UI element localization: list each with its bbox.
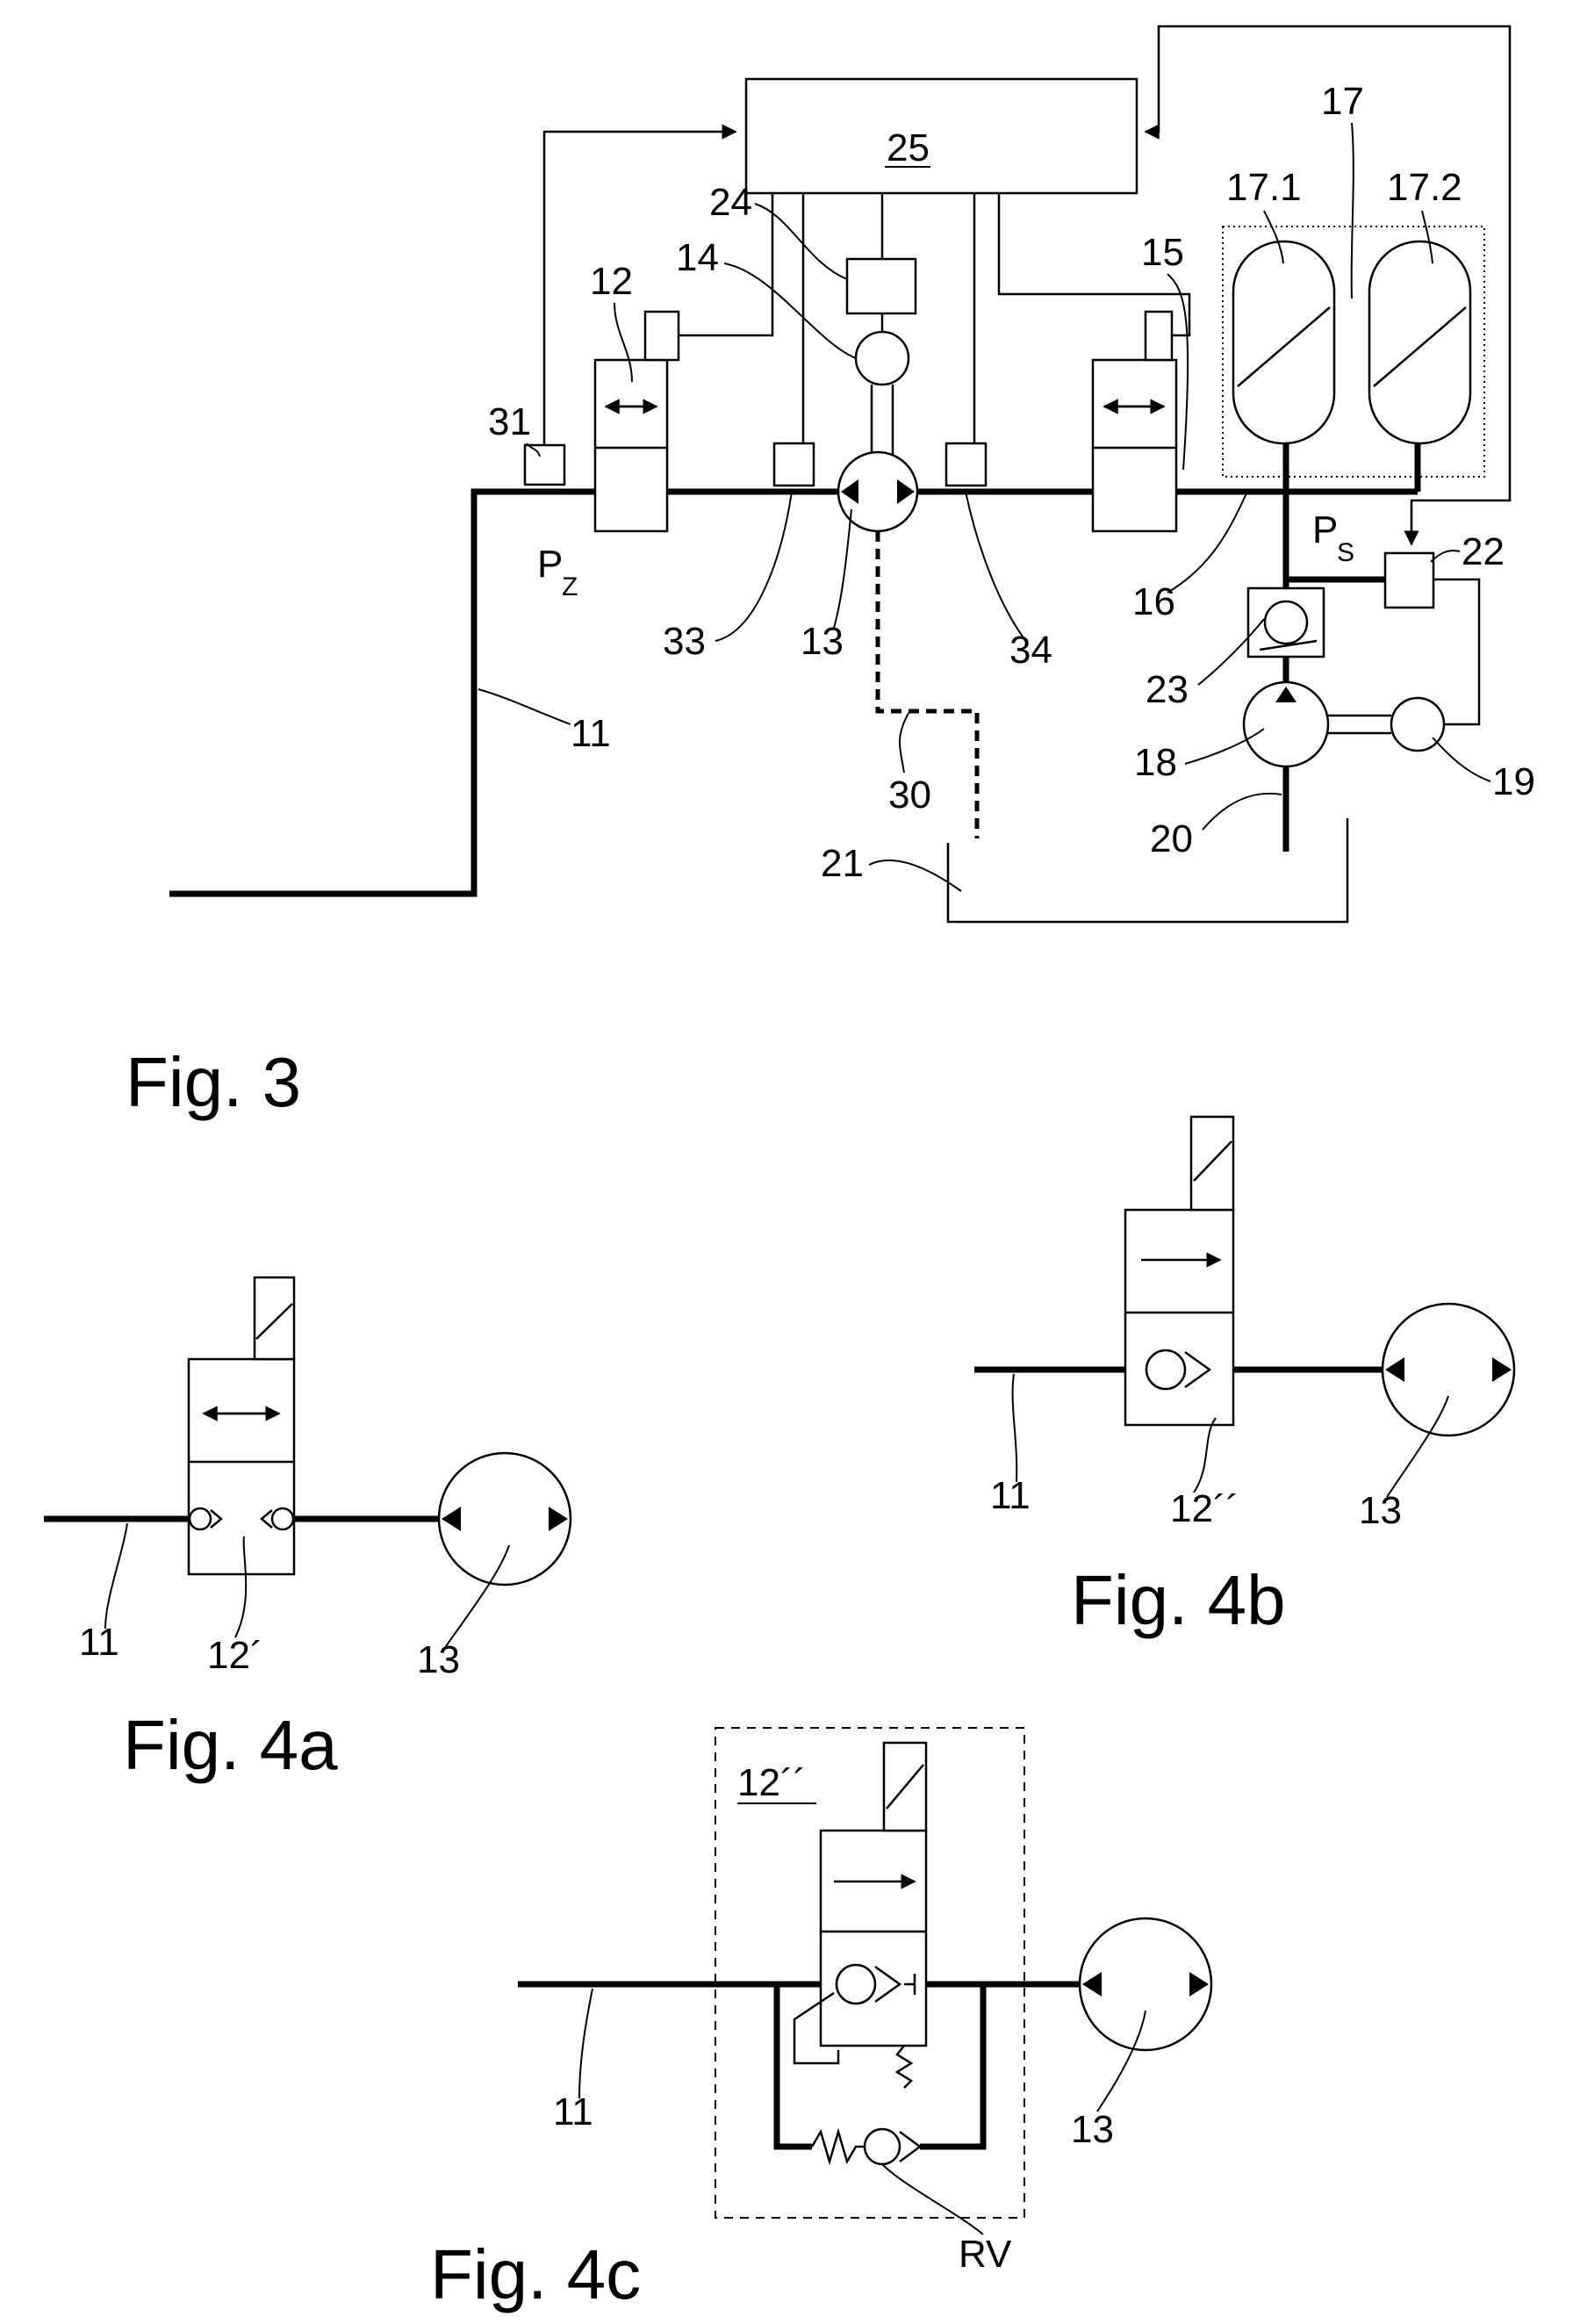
relief-valve-rv bbox=[865, 2129, 900, 2164]
sensor-33 bbox=[774, 443, 814, 486]
label-33: 33 bbox=[663, 620, 706, 663]
label-18: 18 bbox=[1134, 741, 1177, 784]
valve-12-double-prime bbox=[1125, 1210, 1233, 1425]
label-11: 11 bbox=[571, 712, 611, 755]
label-16: 16 bbox=[1132, 580, 1175, 623]
label-13: 13 bbox=[801, 620, 844, 663]
valve-15 bbox=[1093, 360, 1176, 531]
label-ps-p: P bbox=[1312, 508, 1338, 551]
valve-12-prime bbox=[189, 1359, 294, 1574]
label-4a-11: 11 bbox=[79, 1621, 119, 1664]
label-4c-11: 11 bbox=[553, 2090, 593, 2133]
valve-12-double-prime-4c bbox=[821, 1831, 926, 2046]
motor-24 bbox=[847, 259, 916, 313]
sensor-34 bbox=[946, 443, 986, 486]
accumulator-17-1 bbox=[1233, 241, 1334, 443]
element-14 bbox=[856, 332, 909, 385]
controller-25 bbox=[746, 79, 1137, 193]
label-4a-13: 13 bbox=[417, 1638, 460, 1681]
motor-19 bbox=[1391, 698, 1444, 751]
line-11 bbox=[169, 492, 595, 894]
label-pz-z: Z bbox=[562, 572, 578, 601]
label-22: 22 bbox=[1462, 530, 1505, 573]
label-23: 23 bbox=[1146, 668, 1189, 711]
label-17-1: 17.1 bbox=[1226, 166, 1302, 209]
label-4b-12: 12´´ bbox=[1170, 1487, 1239, 1530]
label-4c-rv: RV bbox=[959, 2233, 1012, 2276]
label-14: 14 bbox=[676, 236, 719, 279]
label-12: 12 bbox=[590, 260, 633, 303]
label-30: 30 bbox=[888, 773, 931, 817]
label-15: 15 bbox=[1141, 231, 1184, 274]
label-pz-p: P bbox=[537, 543, 563, 586]
solenoid-12 bbox=[645, 312, 679, 360]
sensor-31 bbox=[525, 445, 564, 485]
pressure-switch-22 bbox=[1385, 553, 1433, 608]
solenoid-12-double-prime bbox=[1191, 1117, 1233, 1210]
label-25: 25 bbox=[887, 126, 930, 169]
label-31: 31 bbox=[488, 400, 531, 443]
caption-fig-4c: Fig. 4c bbox=[430, 2235, 641, 2313]
label-21: 21 bbox=[821, 842, 864, 885]
label-17: 17 bbox=[1321, 80, 1364, 123]
label-17-2: 17.2 bbox=[1387, 166, 1462, 209]
caption-fig-4a: Fig. 4a bbox=[123, 1706, 338, 1784]
label-4c-13: 13 bbox=[1071, 2108, 1114, 2151]
figure-4c: 12´´ 11 13 RV Fig. 4c bbox=[430, 1728, 1211, 2313]
label-ps-s: S bbox=[1337, 538, 1354, 567]
figure-3: 25 bbox=[126, 26, 1535, 1121]
label-20: 20 bbox=[1150, 817, 1193, 860]
label-4b-11: 11 bbox=[990, 1474, 1031, 1517]
caption-fig-4b: Fig. 4b bbox=[1071, 1561, 1286, 1639]
label-4b-13: 13 bbox=[1359, 1489, 1402, 1532]
solenoid-12-prime bbox=[255, 1277, 294, 1359]
label-34: 34 bbox=[1009, 629, 1052, 672]
figure-4a: 11 12´ 13 Fig. 4a bbox=[44, 1277, 571, 1784]
label-4a-12: 12´ bbox=[207, 1634, 263, 1677]
accumulator-17-2 bbox=[1369, 241, 1470, 443]
label-24: 24 bbox=[709, 181, 752, 224]
figure-4b: 11 12´´ 13 Fig. 4b bbox=[974, 1117, 1514, 1639]
valve-12 bbox=[595, 360, 667, 531]
label-4c-12: 12´´ bbox=[737, 1761, 806, 1804]
caption-fig-3: Fig. 3 bbox=[126, 1043, 301, 1121]
solenoid-15 bbox=[1146, 312, 1172, 360]
label-19: 19 bbox=[1492, 760, 1535, 803]
